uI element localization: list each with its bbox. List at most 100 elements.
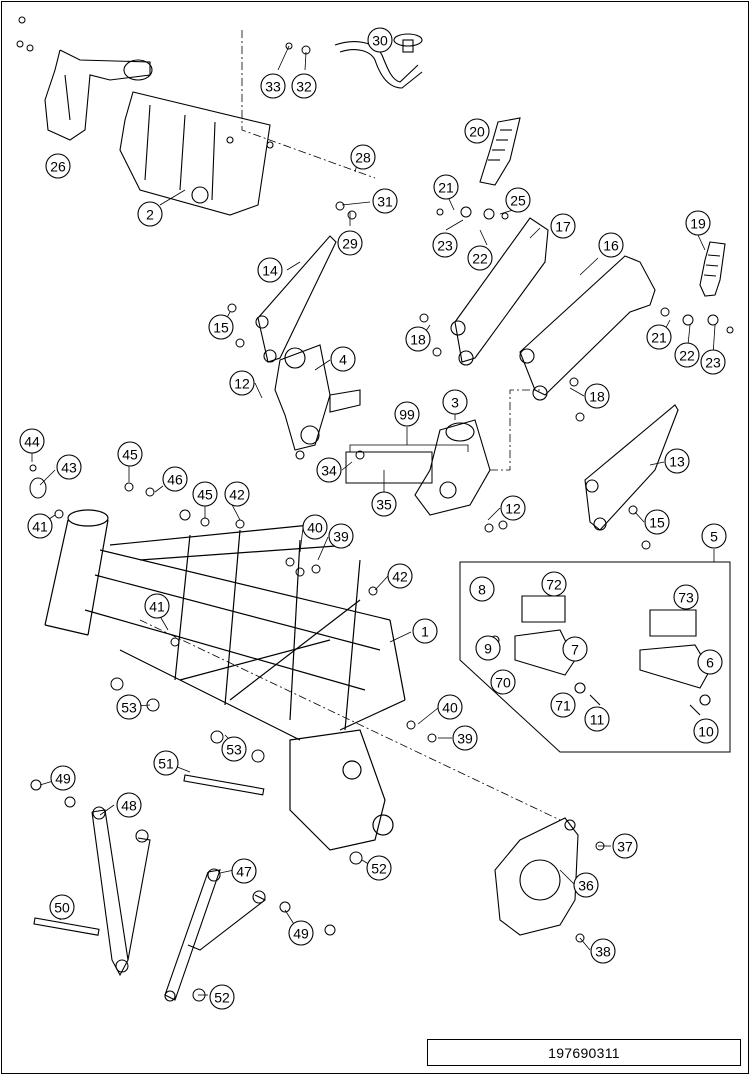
callout-circle-40: [437, 694, 463, 720]
callout-circle-72: [541, 571, 567, 597]
callout-circle-53: [116, 694, 142, 720]
callout-label-12: 12: [505, 501, 521, 517]
callout-circle-45: [192, 481, 218, 507]
callout-label-25: 25: [510, 193, 526, 209]
callout-labels: 1234567891011121213141515161718181920212…: [24, 33, 721, 1006]
callout-circle-49: [288, 920, 314, 946]
callout-label-22: 22: [679, 348, 695, 364]
callout-circle-73: [673, 584, 699, 610]
callout-label-19: 19: [690, 216, 706, 232]
callout-circle-31: [372, 188, 398, 214]
callout-label-18: 18: [410, 332, 426, 348]
callout-label-46: 46: [167, 472, 183, 488]
callout-circle-71: [550, 692, 576, 718]
callout-circle-99: [394, 401, 420, 427]
callout-label-23: 23: [437, 238, 453, 254]
callout-circle-50: [49, 894, 75, 920]
callout-label-31: 31: [377, 194, 393, 210]
callout-circle-21: [433, 174, 459, 200]
callout-label-12: 12: [234, 376, 250, 392]
callout-circle-21: [646, 324, 672, 350]
callout-label-53: 53: [121, 700, 137, 716]
callout-label-35: 35: [376, 497, 392, 513]
callout-label-16: 16: [603, 238, 619, 254]
callout-label-1: 1: [421, 624, 429, 640]
callout-label-51: 51: [158, 756, 174, 772]
callout-circle-43: [56, 454, 82, 480]
callout-circle-52: [366, 855, 392, 881]
callout-circle-2: [137, 201, 163, 227]
callout-circle-49: [50, 765, 76, 791]
callout-label-15: 15: [649, 515, 665, 531]
callout-circle-35: [371, 491, 397, 517]
footrest-bracket-part-3: [414, 419, 491, 516]
callout-label-45: 45: [197, 487, 213, 503]
tool-set-outline: [345, 451, 433, 484]
callout-circles: [19, 27, 727, 1010]
callout-label-28: 28: [355, 150, 371, 166]
callout-label-9: 9: [484, 641, 492, 657]
callout-label-43: 43: [61, 460, 77, 476]
assembly-guide-lines: [139, 30, 561, 821]
callout-circle-9: [475, 635, 501, 661]
heel-guard-part-14: [255, 235, 337, 363]
callout-circle-23: [700, 349, 726, 375]
callout-circle-6: [697, 649, 723, 675]
callout-label-39: 39: [333, 529, 349, 545]
callout-circle-42: [387, 563, 413, 589]
callout-label-4: 4: [339, 352, 347, 368]
callout-circle-8: [469, 576, 495, 602]
rear-footrest-part-16: [519, 255, 656, 401]
callout-circle-48: [116, 792, 142, 818]
callout-label-14: 14: [262, 263, 278, 279]
callout-circle-7: [562, 636, 588, 662]
callout-circle-5: [701, 523, 727, 549]
callout-label-26: 26: [50, 159, 66, 175]
callout-circle-3: [442, 389, 468, 415]
callout-circle-52: [209, 984, 235, 1010]
callout-label-52: 52: [371, 861, 387, 877]
callout-label-2: 2: [146, 207, 154, 223]
callout-circle-22: [467, 245, 493, 271]
callout-label-8: 8: [478, 582, 486, 598]
callout-label-20: 20: [469, 124, 485, 140]
breather-hose-part-30: [334, 33, 423, 89]
callout-label-18: 18: [589, 389, 605, 405]
swingarm-part-48: [91, 806, 151, 977]
callout-label-40: 40: [307, 520, 323, 536]
callout-circle-51: [153, 750, 179, 776]
callout-label-40: 40: [442, 700, 458, 716]
callout-circle-29: [337, 230, 363, 256]
heel-guard-part-13: [584, 404, 679, 531]
callout-label-22: 22: [472, 251, 488, 267]
callout-circle-42: [224, 481, 250, 507]
leader-lines: [31, 45, 716, 996]
callout-circle-39: [452, 725, 478, 751]
callout-label-10: 10: [698, 724, 714, 740]
callout-label-42: 42: [229, 487, 245, 503]
callout-label-36: 36: [578, 878, 594, 894]
callout-circle-39: [328, 523, 354, 549]
callout-label-47: 47: [236, 864, 252, 880]
callout-circle-22: [674, 342, 700, 368]
callout-circle-46: [162, 466, 188, 492]
callout-label-37: 37: [617, 839, 633, 855]
callout-label-49: 49: [293, 926, 309, 942]
callout-circle-32: [291, 73, 317, 99]
callout-label-38: 38: [595, 944, 611, 960]
callout-circle-15: [644, 509, 670, 535]
callout-label-7: 7: [571, 642, 579, 658]
callout-circle-11: [584, 706, 610, 732]
engine-guard-part-2: [119, 91, 274, 216]
callout-label-6: 6: [706, 655, 714, 671]
callout-label-73: 73: [678, 590, 694, 606]
callout-circle-25: [505, 187, 531, 213]
callout-label-53: 53: [226, 742, 242, 758]
callout-label-33: 33: [265, 79, 281, 95]
callout-label-5: 5: [710, 529, 718, 545]
callout-circle-23: [432, 232, 458, 258]
callout-label-45: 45: [122, 447, 138, 463]
